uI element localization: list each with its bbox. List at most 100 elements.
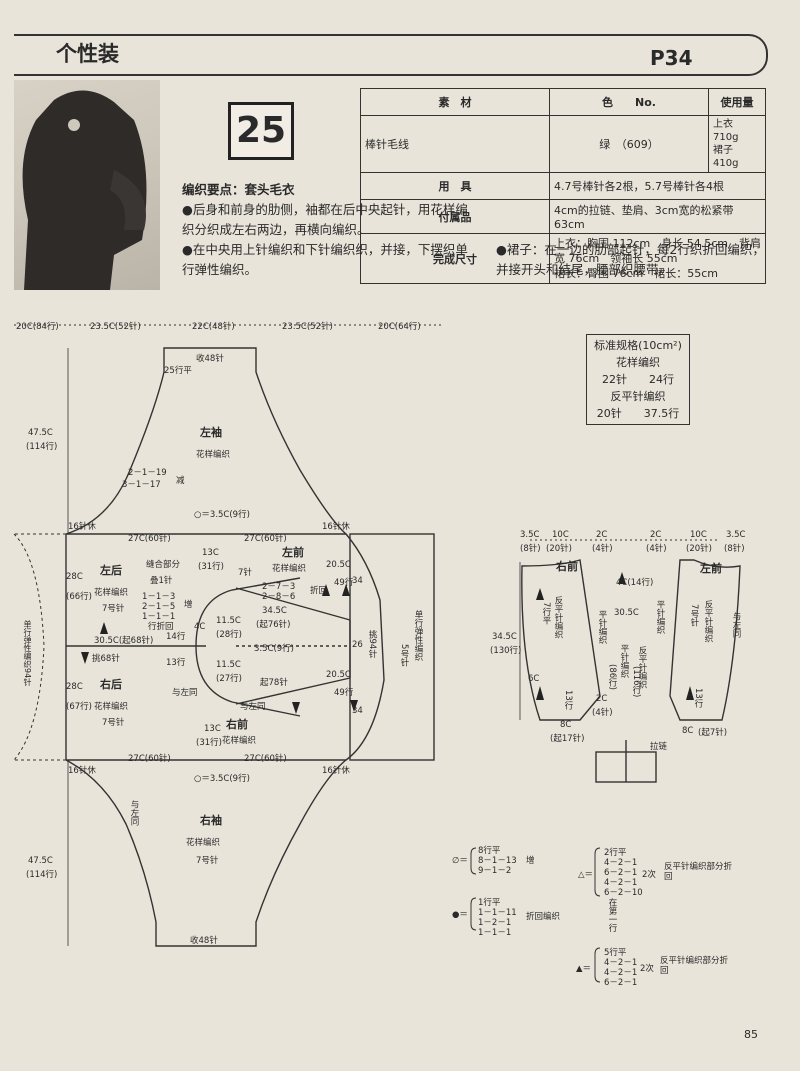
tips-heading: 编织要点：套头毛衣 — [182, 182, 295, 197]
width-27-tr: 27C(60针) — [244, 534, 287, 544]
sk-st4-l: (4针) — [592, 544, 613, 554]
r31-bot: (31行) — [196, 738, 222, 748]
left-front-pattern: 花样编织 — [272, 564, 307, 574]
c28-bot: 28C — [66, 682, 83, 692]
sk-flat-l: 平针编织 — [655, 600, 665, 634]
c28-top: 28C — [66, 572, 83, 582]
legend-c-rep: 2次 — [642, 870, 656, 880]
page-number: 85 — [744, 1028, 758, 1041]
to-left-1: 与左同 — [172, 688, 198, 698]
sk-h345: 34.5C — [492, 632, 517, 642]
legend-d-1: 5行平 — [604, 948, 627, 958]
gauge-l3: 反平针编织 — [610, 390, 666, 403]
legend-a-2: 8－1－13 — [478, 856, 517, 866]
sk-st8-l: (8针) — [520, 544, 541, 554]
inc-line-3: 1－1－1 — [142, 612, 176, 622]
inc-note: 增 — [184, 600, 193, 610]
sk-c35-l: 3.5C — [520, 530, 540, 540]
r14: 14行 — [166, 632, 186, 642]
c34-5: 34.5C — [262, 606, 287, 616]
to-left-3: 与左同 — [129, 800, 139, 826]
overlap-label: 叠1针 — [150, 576, 173, 586]
stitch-hold-bl: 16针休 — [68, 766, 96, 776]
c26: 26 — [352, 640, 363, 650]
needle-5: 5号针 — [399, 644, 409, 667]
sk-c2-r: 2C — [650, 530, 662, 540]
sk-c305: 30.5C — [614, 608, 639, 618]
sk-to-left: 与左同 — [731, 612, 741, 638]
sk-left-front: 左前 — [700, 562, 722, 575]
knitting-tips: 编织要点：套头毛衣 ●后身和前身的肋侧，袖都在后中央起针，用花样编织分织成左右两… — [182, 180, 472, 280]
gauge-box: 标准规格(10cm²) 花样编织 22针 24行 反平针编织 20针 37.5行 — [586, 334, 690, 425]
tools-label: 用 具 — [360, 172, 550, 200]
sk-r13-l: 13行 — [693, 688, 703, 708]
sk-c2-mid: 2C — [596, 694, 608, 704]
width-27-tl: 27C(60针) — [128, 534, 171, 544]
r66: (66行) — [66, 592, 92, 602]
legend-a-symbol: ∅＝ — [452, 856, 468, 866]
right-front-pattern: 花样编织 — [222, 736, 257, 746]
fold-line-1: 2－7－3 — [262, 582, 296, 592]
c34-bot: 34 — [352, 706, 363, 716]
inc-line-1: 1－1－3 — [142, 592, 176, 602]
legend-b-symbol: ●＝ — [452, 910, 468, 920]
sk-c2-l: 2C — [596, 530, 608, 540]
height-47-5-bot: 47.5C — [28, 856, 53, 866]
width-27-bl: 27C(60针) — [128, 754, 171, 764]
legend-c-symbol: △＝ — [578, 870, 594, 880]
legend-c-5: 6－2－10 — [604, 888, 643, 898]
r31-top: (31行) — [198, 562, 224, 572]
right-front-label: 右前 — [226, 718, 248, 731]
c20-5-top: 20.5C — [326, 560, 351, 570]
c13-bot: 13C — [204, 724, 221, 734]
sk-r130: (130行) — [490, 646, 522, 656]
c20-5-bot: 20.5C — [326, 670, 351, 680]
materials-table: 素 材 色 No. 使用量 棒针毛线 绿 （609） 上衣 710g 裙子 41… — [360, 88, 766, 284]
material-cell: 棒针毛线 — [360, 115, 550, 173]
usage-cell: 上衣 710g 裙子 410g — [708, 115, 766, 173]
legend-d-symbol: ▲＝ — [576, 964, 592, 974]
sk-r13-r: 13行 — [563, 690, 573, 710]
sk-c35-r: 3.5C — [726, 530, 746, 540]
sk-c4: 4C(14行) — [616, 578, 654, 588]
skirt-tips: ●裙子：在一边的肋部起针，每2行织折回编织，并接开头和结尾，腰部织腰带。 — [496, 242, 765, 277]
legend-c-extra: 在第一行 — [607, 898, 617, 932]
seam-label: 缝合部分 — [146, 560, 181, 570]
tips-paragraph-1: ●后身和前身的肋侧，袖都在后中央起针，用花样编织分织成左右两边，再横向编织。 — [182, 202, 468, 237]
rows-114-bot: (114行) — [26, 870, 58, 880]
legend-c-3: 6－2－1 — [604, 868, 638, 878]
stitch-7: 7针 — [238, 568, 252, 578]
fold-line-2: 2－8－6 — [262, 592, 296, 602]
r67: (67行) — [66, 702, 92, 712]
sk-st8-r: (8针) — [724, 544, 745, 554]
c11-5-bot: 11.5C — [216, 660, 241, 670]
legend-b-1: 1行平 — [478, 898, 501, 908]
fold-note: 折回 — [310, 586, 328, 596]
legend-a-note: 增 — [526, 856, 535, 866]
right-back-pattern: 花样编织 — [94, 702, 129, 712]
sk-n7-l: 7号针 — [689, 604, 699, 627]
sk-c10-r: 10C — [690, 530, 707, 540]
rows-25: 25行平 — [164, 366, 192, 376]
legend-c-4: 4－2－1 — [604, 878, 638, 888]
legend-d-rep: 2次 — [640, 964, 654, 974]
legend-b-3: 1－2－1 — [478, 918, 512, 928]
to-left-2: 与左同 — [240, 702, 266, 712]
pick-94: 挑94针 — [367, 630, 377, 658]
r49-top: 49行 — [334, 578, 354, 588]
pick-68: 挑68针 — [92, 654, 120, 664]
size-cell: 上衣：胸围 112cm 身长 54.5cm 背肩宽 76cm 领袖长 55cm … — [549, 233, 766, 284]
legend-a-3: 9－1－2 — [478, 866, 512, 876]
left-back-pattern: 花样编织 — [94, 588, 129, 598]
legend-b-2: 1－1－11 — [478, 908, 517, 918]
r13: 13行 — [166, 658, 186, 668]
legend-d-4: 6－2－1 — [604, 978, 638, 988]
legend-d-3: 4－2－1 — [604, 968, 638, 978]
sk-c6: 6C — [528, 674, 540, 684]
model-photo — [14, 80, 160, 290]
r49-bot: 49行 — [334, 688, 354, 698]
sk-rev-r: 反平针编织 — [553, 596, 563, 639]
sk-st20-r: (20针) — [686, 544, 712, 554]
th-usage: 使用量 — [708, 88, 766, 116]
sk-rev-mid: 反平针编织 — [637, 646, 647, 689]
